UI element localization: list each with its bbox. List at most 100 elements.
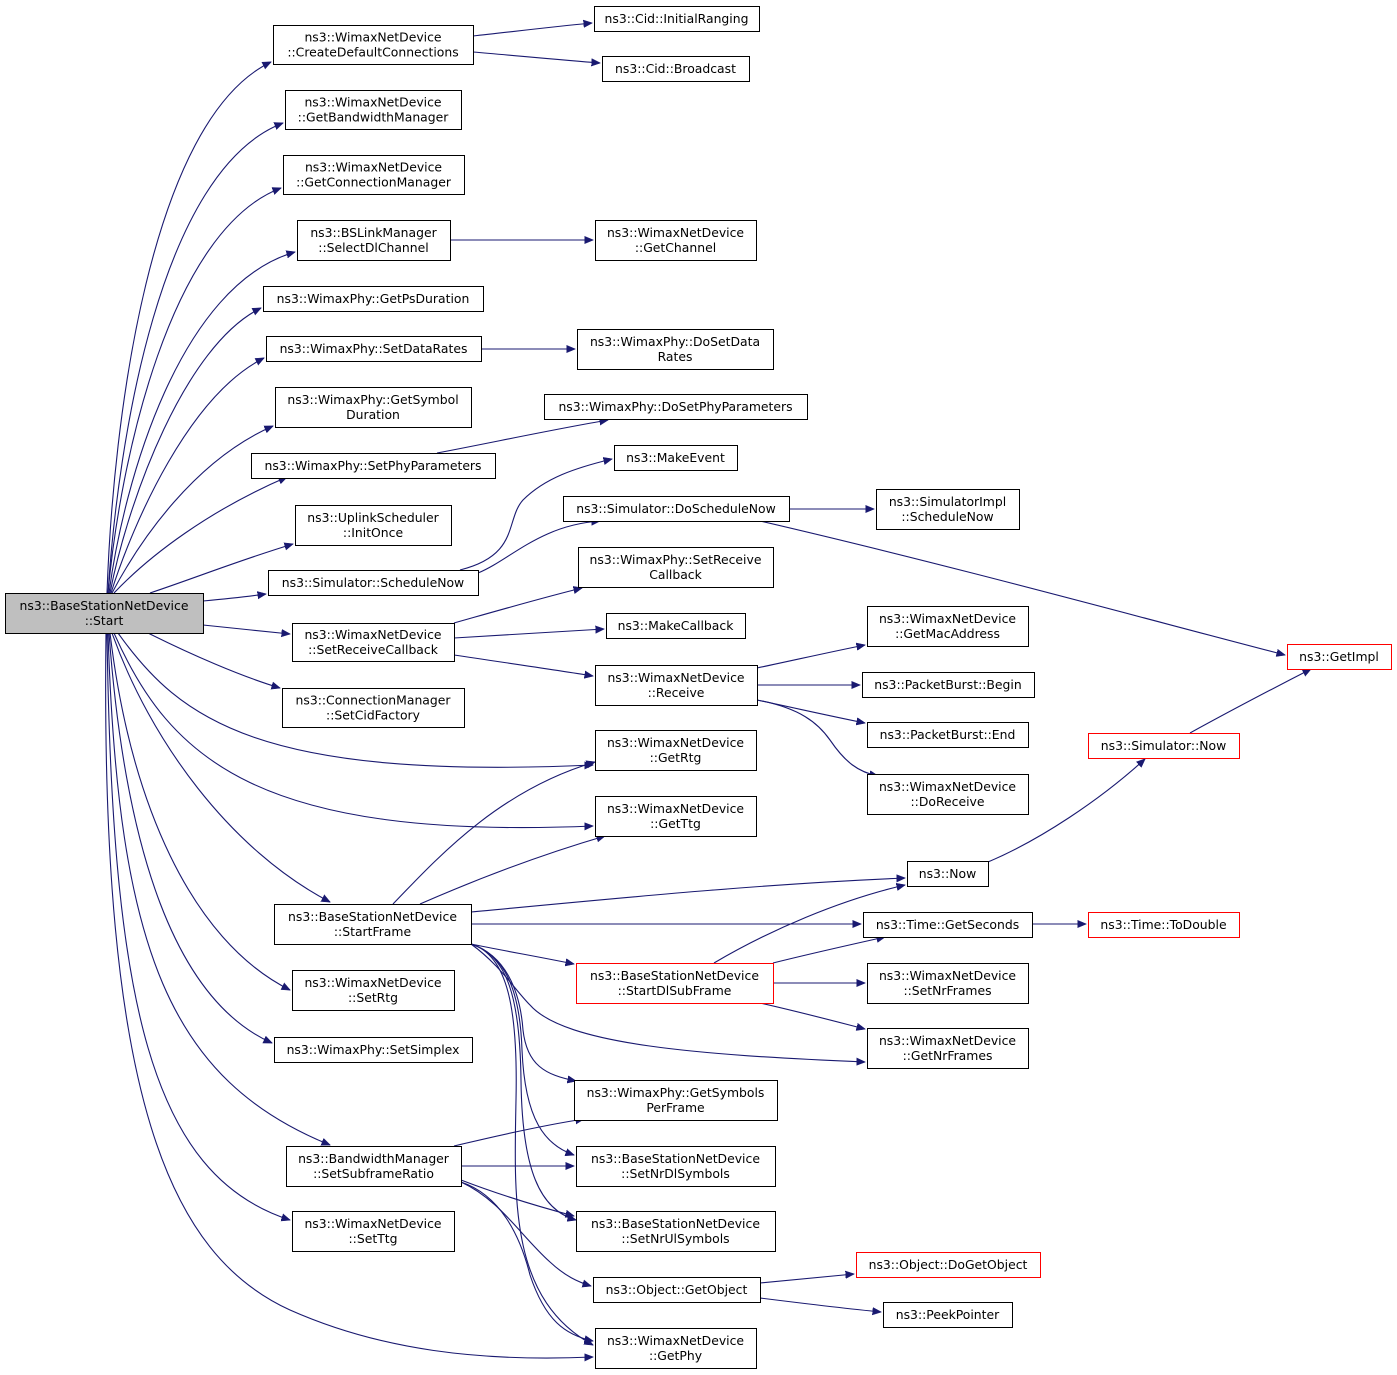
node-label-line: ns3::Cid::InitialRanging: [605, 11, 749, 26]
node-label-line: ::CreateDefaultConnections: [287, 45, 458, 60]
node-start[interactable]: ns3::BaseStationNetDevice::Start: [5, 593, 204, 634]
node-label-line: ::SetNrDlSymbols: [621, 1166, 730, 1181]
node-packetBurstEnd[interactable]: ns3::PacketBurst::End: [867, 722, 1029, 748]
edge-startDlSubFrame-to-getNrFrames: [759, 1002, 865, 1029]
node-label-line: ns3::Time::ToDouble: [1100, 917, 1226, 932]
node-selectDlChannel[interactable]: ns3::BSLinkManager::SelectDlChannel: [297, 220, 451, 261]
node-label-line: ns3::WimaxNetDevice: [607, 1333, 744, 1348]
node-label-line: ::GetChannel: [635, 240, 716, 255]
node-setSubframeRatio[interactable]: ns3::BandwidthManager::SetSubframeRatio: [286, 1146, 462, 1187]
node-label-line: ns3::BaseStationNetDevice: [288, 909, 457, 924]
node-label-line: ::SetCidFactory: [326, 708, 420, 723]
edge-start-to-getPsDuration: [109, 307, 261, 594]
node-setPhyParameters[interactable]: ns3::WimaxPhy::SetPhyParameters: [251, 453, 496, 479]
edge-setSubframeRatio-to-getSymbolsPerFrame: [453, 1119, 584, 1147]
edge-receive-to-getMacAddress: [756, 645, 865, 669]
node-label-line: ns3::WimaxNetDevice: [879, 779, 1016, 794]
node-simImplScheduleNow[interactable]: ns3::SimulatorImpl::ScheduleNow: [876, 489, 1020, 530]
node-doScheduleNow[interactable]: ns3::Simulator::DoScheduleNow: [563, 496, 790, 522]
edge-startFrame-to-getTtg: [419, 836, 605, 905]
node-box: [1287, 644, 1392, 670]
node-getPhy[interactable]: ns3::WimaxNetDevice::GetPhy: [595, 1328, 757, 1369]
node-getBandwidthManager[interactable]: ns3::WimaxNetDevice::GetBandwidthManager: [285, 90, 462, 130]
node-label-line: ns3::Object::DoGetObject: [869, 1257, 1028, 1272]
edge-startFrame-to-getNrFrames: [470, 943, 865, 1062]
node-label-line: ::SelectDlChannel: [318, 240, 428, 255]
node-startFrame[interactable]: ns3::BaseStationNetDevice::StartFrame: [274, 904, 472, 945]
node-getSeconds[interactable]: ns3::Time::GetSeconds: [863, 912, 1033, 938]
node-label-line: ns3::WimaxNetDevice: [304, 95, 441, 110]
node-peekPointer[interactable]: ns3::PeekPointer: [883, 1302, 1013, 1328]
edge-getObject-to-doGetObject: [759, 1274, 854, 1284]
node-label-line: ns3::UplinkScheduler: [307, 510, 439, 525]
node-label-line: ns3::WimaxNetDevice: [607, 735, 744, 750]
edge-line: [453, 1119, 584, 1147]
node-doReceive[interactable]: ns3::WimaxNetDevice::DoReceive: [867, 774, 1029, 815]
node-setNrUlSymbols[interactable]: ns3::BaseStationNetDevice::SetNrUlSymbol…: [576, 1211, 776, 1252]
node-packetBurstBegin[interactable]: ns3::PacketBurst::Begin: [862, 672, 1035, 698]
node-doGetObject[interactable]: ns3::Object::DoGetObject: [856, 1252, 1041, 1278]
node-cidBroadcast[interactable]: ns3::Cid::Broadcast: [602, 56, 750, 82]
node-label-line: ::StartDlSubFrame: [618, 983, 732, 998]
node-label-line: ::SetNrUlSymbols: [621, 1231, 729, 1246]
edge-line: [470, 943, 574, 1155]
node-setSimplex[interactable]: ns3::WimaxPhy::SetSimplex: [274, 1037, 473, 1063]
node-label-line: ::SetRtg: [348, 990, 398, 1005]
node-startDlSubFrame[interactable]: ns3::BaseStationNetDevice::StartDlSubFra…: [576, 963, 774, 1004]
edge-line: [117, 632, 593, 767]
node-setNrFrames[interactable]: ns3::WimaxNetDevice::SetNrFrames: [867, 963, 1029, 1004]
node-cidInitialRanging[interactable]: ns3::Cid::InitialRanging: [594, 6, 760, 32]
node-createDefaultConnections[interactable]: ns3::WimaxNetDevice::CreateDefaultConnec…: [273, 25, 474, 65]
node-getImpl[interactable]: ns3::GetImpl: [1287, 644, 1392, 670]
node-getMacAddress[interactable]: ns3::WimaxNetDevice::GetMacAddress: [867, 606, 1029, 647]
node-label-line: PerFrame: [646, 1100, 704, 1115]
node-scheduleNow[interactable]: ns3::Simulator::ScheduleNow: [268, 570, 479, 596]
node-makeCallback[interactable]: ns3::MakeCallback: [606, 613, 746, 639]
node-getTtg[interactable]: ns3::WimaxNetDevice::GetTtg: [595, 796, 757, 837]
node-getChannel[interactable]: ns3::WimaxNetDevice::GetChannel: [595, 220, 757, 261]
node-label-line: ::Receive: [648, 685, 705, 700]
node-label-line: ns3::WimaxNetDevice: [304, 975, 441, 990]
edge-start-to-setRtg: [109, 632, 290, 991]
node-now[interactable]: ns3::Now: [907, 861, 989, 887]
node-setTtg[interactable]: ns3::WimaxNetDevice::SetTtg: [292, 1211, 455, 1252]
node-label-line: ::InitOnce: [343, 525, 403, 540]
edge-start-to-setSimplex: [108, 632, 272, 1044]
edge-line: [470, 943, 865, 1062]
node-getNrFrames[interactable]: ns3::WimaxNetDevice::GetNrFrames: [867, 1028, 1029, 1069]
edge-startFrame-to-setNrDlSymbols: [470, 943, 574, 1155]
edge-doScheduleNow-to-getImpl: [759, 520, 1285, 655]
node-setRtg[interactable]: ns3::WimaxNetDevice::SetRtg: [292, 970, 455, 1011]
node-setCidFactory[interactable]: ns3::ConnectionManager::SetCidFactory: [282, 688, 465, 728]
edge-line: [419, 836, 605, 905]
node-initOnce[interactable]: ns3::UplinkScheduler::InitOnce: [295, 505, 452, 546]
node-box: [576, 1211, 776, 1252]
edge-start-to-scheduleNow: [202, 594, 266, 602]
node-getObject[interactable]: ns3::Object::GetObject: [593, 1277, 761, 1303]
node-setDataRates[interactable]: ns3::WimaxPhy::SetDataRates: [266, 336, 482, 362]
node-label-line: Rates: [658, 349, 693, 364]
node-setReceiveCallbackPhy[interactable]: ns3::WimaxPhy::SetReceiveCallback: [578, 547, 774, 588]
node-box: [867, 606, 1029, 647]
node-makeEvent[interactable]: ns3::MakeEvent: [614, 445, 738, 471]
node-setReceiveCallback[interactable]: ns3::WimaxNetDevice::SetReceiveCallback: [292, 623, 455, 662]
node-getPsDuration[interactable]: ns3::WimaxPhy::GetPsDuration: [263, 286, 484, 312]
node-toDouble[interactable]: ns3::Time::ToDouble: [1088, 912, 1240, 938]
node-doSetPhyParameters[interactable]: ns3::WimaxPhy::DoSetPhyParameters: [544, 394, 808, 420]
node-label-line: ns3::WimaxNetDevice: [304, 627, 441, 642]
node-getRtg[interactable]: ns3::WimaxNetDevice::GetRtg: [595, 730, 757, 771]
node-label-line: ::GetMacAddress: [895, 626, 1000, 641]
node-receive[interactable]: ns3::WimaxNetDevice::Receive: [595, 665, 758, 706]
edge-line: [472, 51, 600, 63]
node-box: [876, 489, 1020, 530]
node-getConnectionManager[interactable]: ns3::WimaxNetDevice::GetConnectionManage…: [283, 155, 465, 195]
node-box: [274, 904, 472, 945]
node-box: [283, 155, 465, 195]
node-box: [867, 963, 1029, 1004]
node-setNrDlSymbols[interactable]: ns3::BaseStationNetDevice::SetNrDlSymbol…: [576, 1146, 776, 1187]
node-simulatorNow[interactable]: ns3::Simulator::Now: [1088, 733, 1240, 759]
